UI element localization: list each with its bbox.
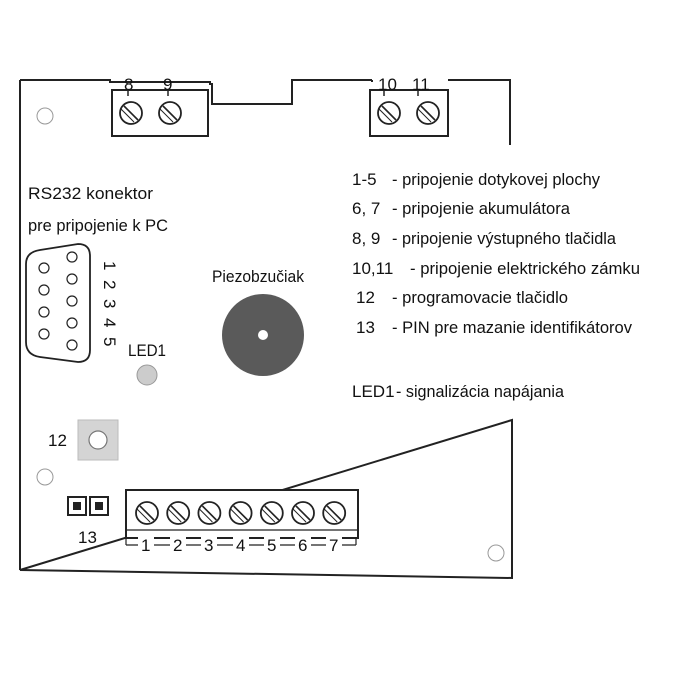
rs232-pin-5: 5	[100, 337, 119, 346]
legend-desc-3: - pripojenie výstupného tlačidla	[392, 229, 617, 248]
terminal-screw	[322, 501, 347, 525]
legend-desc-2: - pripojenie akumulátora	[392, 199, 571, 218]
terminal-label-8: 8	[124, 75, 133, 94]
led-note-desc: - signalizácia napájania	[396, 382, 565, 401]
terminal-screw	[135, 501, 159, 525]
terminal-screw	[197, 501, 222, 525]
legend-key-2: 6, 7	[352, 199, 380, 218]
terminal-screw	[228, 501, 253, 525]
button12-label: 12	[48, 431, 67, 450]
bottom-terminal-2: 2	[173, 536, 182, 555]
terminal-label-10: 10	[378, 75, 397, 94]
rs232-pin-4: 4	[100, 318, 119, 327]
legend-desc-5: - programovacie tlačidlo	[392, 288, 568, 307]
bottom-terminal-6: 6	[298, 536, 307, 555]
rs232-label-line1: RS232 konektor	[28, 184, 153, 203]
jumper13-label: 13	[78, 528, 97, 547]
led1-label: LED1	[128, 341, 166, 360]
terminal-label-9: 9	[163, 75, 172, 94]
legend-key-6: 13	[356, 318, 375, 337]
piezo-label: Piezobzučiak	[212, 267, 304, 286]
terminal-label-11: 11	[412, 75, 430, 94]
led-note-key: LED1	[352, 382, 395, 401]
legend-desc-4: - pripojenie elektrického zámku	[410, 259, 640, 278]
bottom-terminal-7: 7	[329, 536, 338, 555]
jumper-13	[67, 496, 109, 516]
rs232-label-line2: pre pripojenie k PC	[28, 216, 168, 235]
terminal-screw	[291, 501, 315, 525]
rs232-pin-2: 2	[100, 280, 119, 289]
terminal-screw	[259, 501, 284, 525]
rs232-connector	[25, 243, 91, 363]
legend-desc-1: - pripojenie dotykovej plochy	[392, 170, 600, 189]
bottom-terminal-3: 3	[204, 536, 213, 555]
terminal-screw	[166, 501, 191, 525]
piezo-center-hole	[258, 330, 268, 340]
mount-hole-bl	[36, 468, 54, 486]
bottom-terminal-4: 4	[236, 536, 245, 555]
rs232-pin-1: 1	[100, 261, 119, 270]
legend-key-4: 10,11	[352, 259, 393, 278]
legend-key-5: 12	[356, 288, 375, 307]
legend: 1-5 - pripojenie dotykovej plochy 6, 7 -…	[352, 170, 640, 401]
rs232-pin-3: 3	[100, 299, 119, 308]
mount-hole-br	[487, 544, 505, 562]
mount-hole-tl	[36, 107, 54, 125]
legend-key-3: 8, 9	[352, 229, 380, 248]
bottom-terminal-1: 1	[141, 536, 150, 555]
terminal-block-1-7	[125, 489, 359, 539]
led1	[136, 364, 158, 386]
bottom-terminal-labels: 1 2 3 4 5 6 7	[125, 536, 357, 555]
button-12-cap	[88, 430, 108, 450]
legend-desc-6: - PIN pre mazanie identifikátorov	[392, 318, 632, 337]
terminal-block-10-11: 10 11	[369, 75, 449, 137]
legend-key-1: 1-5	[352, 170, 377, 189]
bottom-terminal-5: 5	[267, 536, 276, 555]
terminal-block-8-9: 8 9	[111, 75, 209, 137]
